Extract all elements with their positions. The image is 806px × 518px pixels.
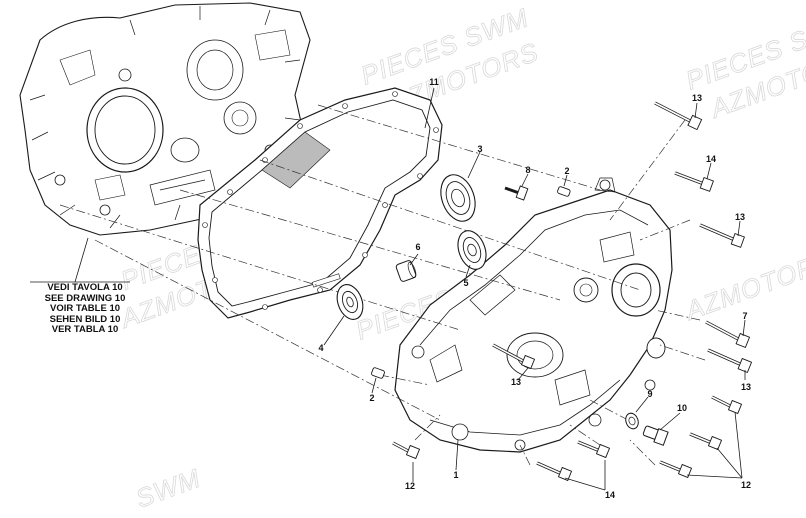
needle-bearing [395,260,417,282]
bolt-set [392,101,753,482]
callout-13: 13 [741,382,751,392]
callout-13: 13 [511,377,521,387]
callout-14: 14 [605,490,615,500]
callout-6: 6 [415,242,420,252]
bolt [392,441,421,460]
callout-2: 2 [564,166,569,176]
reference-line-en: SEE DRAWING 10 [44,292,126,304]
callout-5: 5 [463,278,468,288]
callout-1: 1 [453,470,458,480]
crankcase-right-half [394,177,673,453]
bearing-large [440,174,476,222]
bearing-medium [457,230,487,270]
callout-8: 8 [525,165,530,175]
screw [504,185,529,201]
bolt [659,460,693,479]
callout-13: 13 [735,212,745,222]
bolt [699,223,745,248]
callout-12: 12 [405,481,415,491]
callout-14: 14 [706,154,716,164]
callout-10: 10 [677,403,687,413]
reference-line-de: SEHEN BILD 10 [49,313,121,325]
callout-3: 3 [477,144,482,154]
see-drawing-reference-note: VEDI TAVOLA 10 SEE DRAWING 10 VOIR TABLE… [20,282,150,336]
bolt [674,171,714,192]
bolt [654,101,703,131]
bolt [707,348,753,374]
bolt [711,395,743,415]
callout-9: 9 [647,389,652,399]
dowel-pin [371,367,385,379]
bearing-small [336,284,364,320]
reference-line-es: VER TABLA 10 [51,324,119,335]
callout-11: 11 [429,77,439,87]
dowel-pin [557,186,571,197]
reference-line-fr: VOIR TABLE 10 [49,303,121,314]
bolt [577,440,611,459]
bolt [492,343,536,370]
reference-line-it: VEDI TAVOLA 10 [47,282,123,293]
callout-4: 4 [318,343,323,353]
callout-numbers: 11 3 8 2 6 5 4 2 1 9 10 13 14 13 7 13 13… [318,77,751,500]
sealing-washer [625,412,639,430]
bolt [705,320,751,349]
drain-plug [642,425,669,446]
callout-7: 7 [742,311,747,321]
explode-axis-lines [59,104,706,466]
callout-2: 2 [369,393,374,403]
bolt [689,432,723,451]
watermark-text: SWM [132,463,205,513]
callout-12: 12 [741,480,751,490]
bolt [536,461,573,482]
callout-13: 13 [692,93,702,103]
leader-lines [30,87,746,491]
